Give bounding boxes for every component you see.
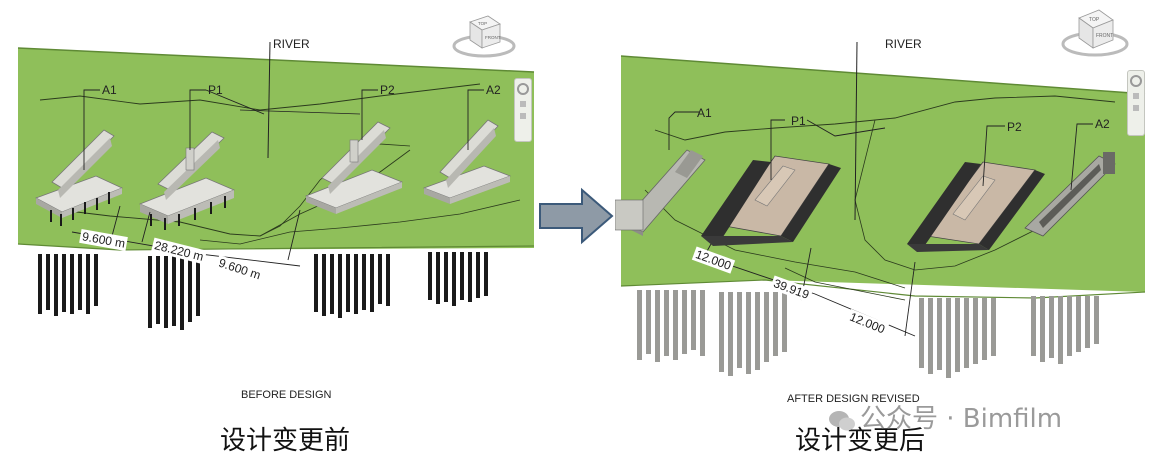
right-arrow-icon [538, 186, 614, 246]
view-cube-front[interactable]: FRONT [1096, 33, 1113, 39]
view-cube-widget[interactable]: TOP FRONT [1055, 6, 1135, 64]
steering-wheel-icon[interactable] [1130, 75, 1142, 87]
support-label-a1: A1 [697, 106, 712, 120]
support-a2-model [1024, 152, 1116, 237]
pile-group [637, 290, 1099, 378]
after-caption: 设计变更后 [795, 426, 926, 456]
support-a2-model [422, 119, 512, 204]
before-caption: 设计变更前 [220, 426, 351, 456]
support-p2-model [907, 161, 1045, 252]
before-design-panel: RIVER A1 P1 P2 A2 9.600 m 28.220 m 9.600… [0, 0, 540, 462]
support-p1-model [701, 155, 841, 246]
support-p2-model [304, 121, 404, 214]
navigation-bar[interactable] [514, 78, 532, 142]
navigation-bar[interactable] [1127, 70, 1145, 136]
after-model-view [614, 41, 1146, 378]
support-a1-model [614, 149, 706, 236]
after-design-panel: RIVER A1 P1 P2 A2 12.000 39.919 12.000 T… [614, 0, 1174, 462]
before-model-view [17, 41, 535, 330]
river-label: RIVER [885, 37, 922, 51]
support-label-a1: A1 [102, 83, 117, 97]
support-label-p2: P2 [380, 83, 395, 97]
support-a1-model [35, 129, 124, 226]
view-cube-front[interactable]: FRONT [485, 35, 501, 40]
pile-group [38, 252, 488, 330]
support-label-p1: P1 [208, 83, 223, 97]
support-p1-model [138, 131, 236, 230]
zoom-icon[interactable] [520, 113, 526, 119]
before-design-label: BEFORE DESIGN [241, 389, 332, 401]
terrain-surface [621, 56, 1145, 292]
watermark-text: 公众号 · Bimfilm [860, 404, 1063, 434]
view-cube-top[interactable]: TOP [478, 21, 487, 26]
support-label-a2: A2 [486, 83, 501, 97]
terrain-surface [18, 48, 534, 250]
pan-icon[interactable] [520, 101, 526, 107]
watermark: 公众号 · Bimfilm [828, 398, 1062, 435]
view-cube-top[interactable]: TOP [1089, 17, 1100, 23]
river-label: RIVER [273, 37, 310, 51]
support-label-a2: A2 [1095, 117, 1110, 131]
view-cube-widget[interactable]: TOP FRONT [448, 12, 520, 62]
support-label-p2: P2 [1007, 120, 1022, 134]
wechat-icon [828, 409, 856, 431]
after-design-label: AFTER DESIGN REVISED [787, 393, 920, 405]
zoom-icon[interactable] [1133, 105, 1139, 111]
support-label-p1: P1 [791, 114, 806, 128]
steering-wheel-icon[interactable] [517, 83, 529, 95]
pan-icon[interactable] [1133, 93, 1139, 99]
